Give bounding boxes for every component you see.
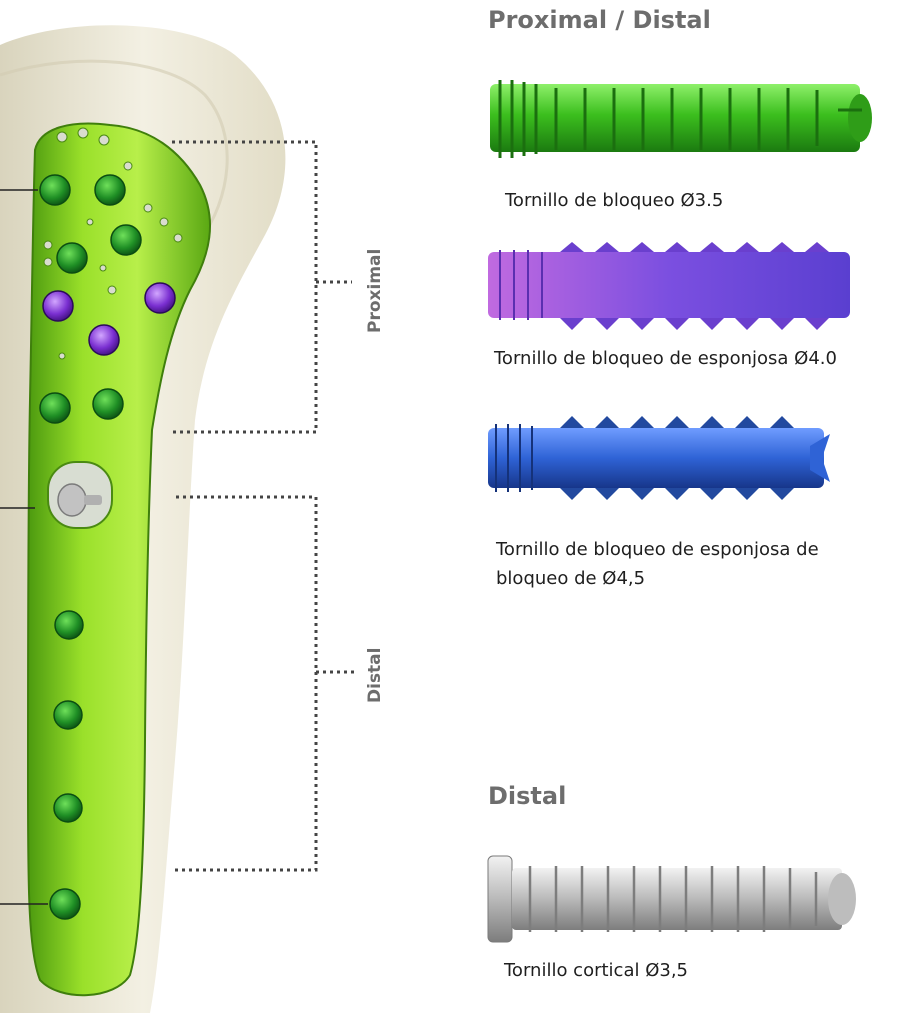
screw-blue (488, 416, 830, 500)
label-distal: Distal (365, 648, 385, 703)
caption-cancellous-locking-screw-4-0: Tornillo de bloqueo de esponjosa Ø4.0 (494, 344, 837, 374)
screw-purple (488, 242, 850, 330)
label-proximal: Proximal (365, 249, 385, 333)
screw-green (490, 80, 872, 158)
caption-cancellous-locking-screw-4-5-line2: bloqueo de Ø4,5 (496, 564, 645, 594)
screw-grey (488, 856, 856, 942)
caption-cancellous-locking-screw-4-5-line1: Tornillo de bloqueo de esponjosa de (496, 535, 819, 565)
caption-cortical-screw-3-5: Tornillo cortical Ø3,5 (504, 956, 688, 986)
heading-distal: Distal (488, 782, 566, 810)
caption-locking-screw-3-5: Tornillo de bloqueo Ø3.5 (505, 186, 723, 216)
heading-proximal-distal: Proximal / Distal (488, 6, 711, 34)
